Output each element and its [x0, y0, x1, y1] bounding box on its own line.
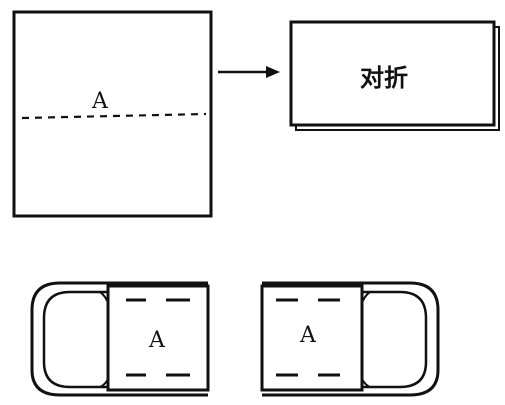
- sheet-label: A: [91, 89, 109, 114]
- fold-line: [21, 112, 207, 120]
- left-piece: A: [30, 281, 210, 397]
- right-piece: A: [260, 281, 440, 397]
- paper-sheet: A: [12, 10, 213, 218]
- folded-sheet: 对折: [289, 20, 500, 131]
- left-piece-label: A: [148, 328, 166, 353]
- arrow: [218, 66, 280, 78]
- right-piece-label: A: [299, 323, 317, 348]
- folded-label: 对折: [360, 64, 408, 92]
